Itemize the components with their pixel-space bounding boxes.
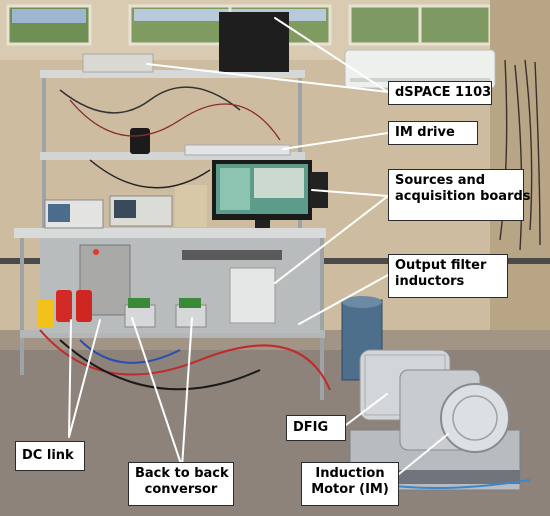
label-dfig: DFIG	[286, 415, 346, 441]
dc-link-capacitors	[38, 290, 92, 328]
window-left	[6, 4, 92, 46]
label-dspace-text: dSPACE 1103	[395, 85, 492, 100]
label-b2b-line1: Back to back	[135, 466, 229, 481]
label-induction-motor: Induction Motor (IM)	[301, 462, 399, 506]
label-im-drive-text: IM drive	[395, 125, 455, 140]
label-dspace: dSPACE 1103	[388, 81, 492, 105]
dspace-box	[82, 53, 154, 73]
window-right	[348, 4, 492, 46]
label-dc-link: DC link	[15, 441, 85, 471]
label-dfig-text: DFIG	[293, 420, 329, 435]
label-filter-line2: inductors	[395, 274, 465, 289]
pc-tower	[219, 12, 289, 72]
label-im-line1: Induction	[315, 466, 385, 481]
label-output-filter: Output filter inductors	[388, 254, 508, 298]
label-sources-acquisition: Sources and acquisition boards	[388, 169, 531, 221]
label-sources-line2: acquisition boards	[395, 189, 531, 204]
label-sources-line1: Sources and	[395, 173, 486, 188]
label-dc-link-text: DC link	[22, 448, 74, 463]
im-drive-box	[184, 144, 291, 156]
label-im-line2: Motor (IM)	[311, 482, 389, 497]
label-b2b-line2: conversor	[144, 482, 218, 497]
label-im-drive: IM drive	[388, 121, 478, 145]
label-filter-line1: Output filter	[395, 258, 487, 273]
label-back-to-back: Back to back conversor	[128, 462, 234, 506]
